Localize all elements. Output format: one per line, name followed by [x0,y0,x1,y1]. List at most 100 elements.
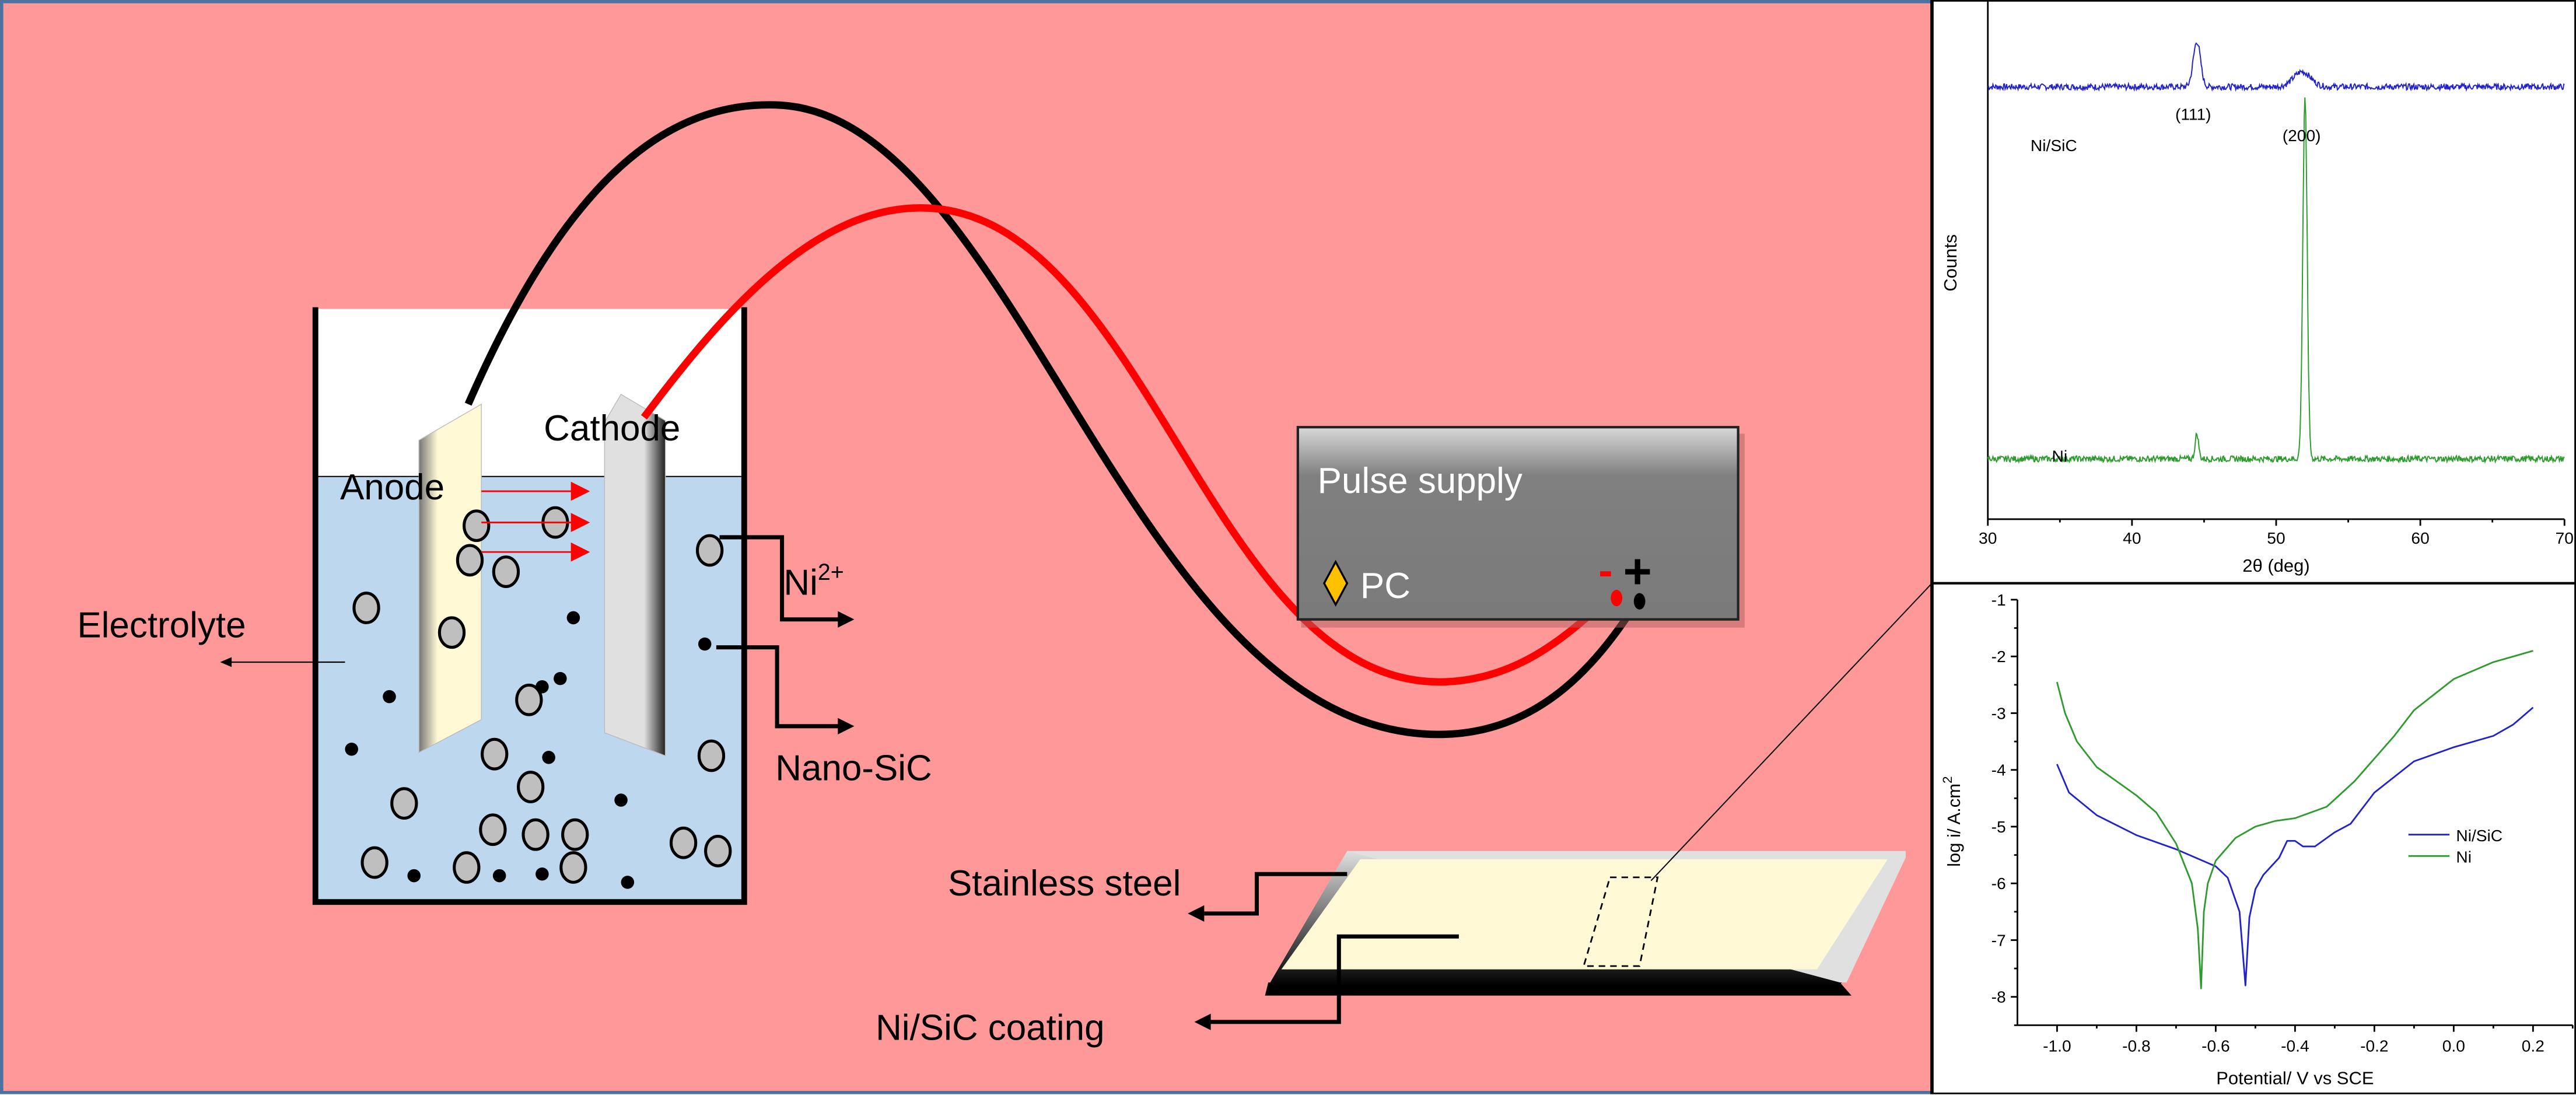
nano-sic-pointer [716,645,841,729]
pol-x-tick-label: 0.2 [2522,1037,2544,1055]
pc-label: PC [1360,566,1410,606]
ni-ion-text: Ni [783,563,818,603]
nickel-ion-particle [463,509,491,543]
nano-sic-particle [698,637,712,651]
nickel-ion-particle [517,771,545,803]
nickel-ion-particle [390,787,418,820]
xrd-x-axis-label: 2θ (deg) [2242,555,2309,576]
pol-y-tick-label: -7 [1992,931,2006,949]
nickel-ion-particle [559,851,587,884]
electrolytic-cell [312,307,747,905]
legend-label: Ni/SiC [2456,827,2502,845]
nickel-ion-particle [561,818,589,851]
zoom-region-marker [1583,876,1659,967]
xrd-peak-annotation-200: (200) [2283,127,2321,145]
ni-ion-label: Ni2+ [783,559,844,603]
pol-x-tick-label: -0.4 [2281,1037,2309,1055]
coated-steel-plate [1265,851,1906,996]
nano-sic-label: Nano-SiC [775,748,932,789]
xrd-y-axis-label: Counts [1940,235,1961,292]
positive-terminal-sign: + [1623,544,1652,599]
nano-sic-particle [345,742,358,756]
coating-label: Ni/SiC coating [876,1008,1104,1048]
nickel-ion-particle [697,739,726,772]
xrd-x-tick-label: 70 [2556,529,2574,547]
negative-wire [640,204,1616,686]
legend-label: Ni [2456,848,2472,866]
pc-diamond-icon [1323,559,1349,607]
negative-terminal [1611,590,1623,607]
nano-sic-particle [621,876,635,889]
pol-y-tick-label: -2 [1992,648,2006,666]
coating-pointer [1210,934,1459,1024]
xrd-x-tick-label: 30 [1979,529,1997,547]
pol-y-tick-label: -5 [1992,818,2006,836]
xrd-series-ni [1987,97,2565,464]
nickel-ion-particle [695,534,724,567]
xrd-x-tick-label: 60 [2411,529,2429,547]
nickel-ion-particle [515,683,543,716]
nickel-ion-particle [438,616,466,649]
pol-y-tick-label: -4 [1992,761,2006,779]
xrd-series-label: Ni/SiC [2031,137,2077,155]
anode-label: Anode [340,467,444,508]
nickel-ion-particle [481,737,509,771]
electrolyte-pointer [220,657,345,667]
xrd-x-tick-label: 50 [2267,529,2285,547]
anode-plate [418,403,482,754]
beaker-wall [312,307,747,905]
negative-terminal-sign: - [1598,547,1612,594]
xrd-series-label: Ni [2052,447,2068,465]
cathode-label: Cathode [544,408,680,449]
pol-y-axis-label-sup: 2 [1940,776,1955,783]
electrolyte-label: Electrolyte [77,606,246,646]
ni-ion-charge: 2+ [818,559,844,585]
stainless-steel-arrowhead [1188,905,1205,922]
nano-sic-particle [614,793,628,807]
pulse-supply-box: Pulse supply PC - + [1296,426,1745,628]
pol-y-tick-label: -3 [1992,704,2006,722]
ni-ion-pointer [719,535,841,622]
nano-sic-particle [383,690,396,704]
beaker-air [315,309,744,477]
pol-y-tick-label: -8 [1992,988,2006,1006]
pol-x-tick-label: -0.2 [2360,1037,2389,1055]
positive-wire [464,101,1643,739]
nano-sic-particle [536,867,549,881]
pol-y-tick-label: -6 [1992,874,2006,893]
positive-terminal [1633,593,1646,610]
coating-surface [1281,859,1888,970]
nickel-ion-particle [456,544,484,577]
coating-arrowhead [1194,1013,1211,1030]
nano-sic-particle [566,611,580,625]
pulse-supply-label: Pulse supply [1318,461,1522,501]
nickel-ion-particle [704,834,732,867]
ion-flow-arrows [481,481,590,562]
xrd-chart: 30 40 50 60 70 2θ (deg) Counts Ni/SiC Ni (111) (20… [1940,0,2574,576]
pol-x-tick-label: -1.0 [2043,1037,2071,1055]
nickel-ion-particle [522,818,550,851]
nano-sic-particle [407,869,421,883]
pol-y-axis-label: log i/ A.cm2 [1940,776,1964,866]
nickel-ion-particle [352,592,380,624]
pol-y-axis-label-text: log i/ A.cm [1944,783,1964,867]
stainless-steel-pointer [1204,872,1348,916]
pol-x-tick-label: -0.6 [2202,1037,2230,1055]
nano-sic-particle [492,869,506,883]
xrd-peak-annotation-111: (111) [2175,106,2211,124]
pol-x-tick-label: 0.0 [2442,1037,2465,1055]
xrd-series-ni-sic [1987,42,2565,92]
pol-x-tick-label: -0.8 [2122,1037,2151,1055]
nano-sic-particle [536,680,549,694]
xrd-x-tick-label: 40 [2123,529,2141,547]
zoom-leader-line [1650,583,1933,881]
charts-panel [1930,0,2576,1094]
pol-series-ni [2056,650,2533,989]
nano-sic-arrowhead [838,718,855,734]
stainless-steel-label: Stainless steel [948,863,1181,904]
nickel-ion-particle [669,826,698,859]
nickel-ion-particle [453,851,481,884]
